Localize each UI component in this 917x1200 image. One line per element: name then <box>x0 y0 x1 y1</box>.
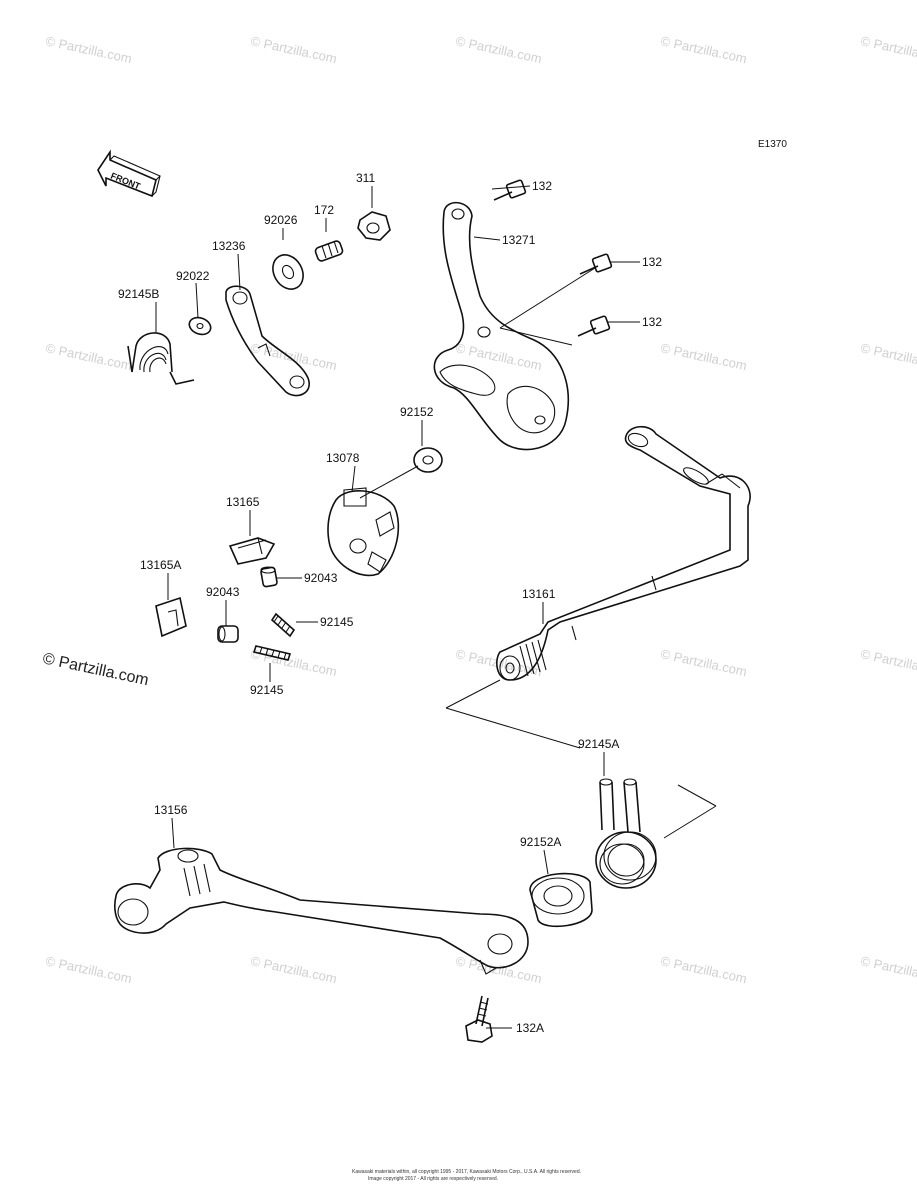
watermark: © Partzilla.com <box>659 340 748 373</box>
leader-lines <box>155 185 717 1029</box>
watermark: © Partzilla.com <box>859 33 917 66</box>
part-label-132A: 132A <box>516 1021 544 1035</box>
cam-13078 <box>327 487 400 577</box>
shaft-13161 <box>496 425 751 681</box>
bolt-132-lower <box>577 315 611 337</box>
part-label-132: 132 <box>642 315 662 329</box>
washer-92026 <box>272 254 304 290</box>
washer-92022 <box>188 316 212 336</box>
watermark: © Partzilla.com <box>249 33 338 66</box>
spring-92145-lower <box>252 645 292 661</box>
part-label-311: 311 <box>356 171 375 185</box>
watermark-prominent: © Partzilla.com <box>41 650 150 689</box>
footer-copyright: Kawasaki materials within, all copyright… <box>352 1169 581 1175</box>
watermark: © Partzilla.com <box>859 953 917 986</box>
part-label-13271: 13271 <box>502 233 536 247</box>
watermark: © Partzilla.com <box>249 953 338 986</box>
pawl-13165A <box>155 596 187 638</box>
watermark: © Partzilla.com <box>859 340 917 373</box>
part-label-92152A: 92152A <box>520 835 561 849</box>
watermark: © Partzilla.com <box>859 646 917 679</box>
part-label-92043: 92043 <box>304 571 338 585</box>
bolt-132-top <box>493 179 527 201</box>
part-label-13078: 13078 <box>326 451 360 465</box>
front-arrow-icon: FRONT <box>97 149 161 198</box>
bolt-132-middle <box>579 253 613 275</box>
lever-13236 <box>225 285 310 397</box>
part-label-92152: 92152 <box>400 405 434 419</box>
part-label-13156: 13156 <box>154 803 188 817</box>
part-label-13236: 13236 <box>212 239 246 253</box>
pin-172 <box>314 240 344 262</box>
pin-92043-lower <box>217 625 239 643</box>
watermark: © Partzilla.com <box>454 33 543 66</box>
watermark: © Partzilla.com <box>44 340 133 373</box>
part-label-172: 172 <box>314 203 334 217</box>
part-label-13161: 13161 <box>522 587 556 601</box>
part-label-132: 132 <box>532 179 552 193</box>
bracket-13271 <box>433 201 570 451</box>
pawl-13165 <box>228 537 276 565</box>
watermark: © Partzilla.com <box>249 646 338 679</box>
footer-copyright-line2: Image copyright 2017 - All rights are re… <box>368 1176 498 1182</box>
pedal-13156 <box>114 847 529 975</box>
pin-92043-upper <box>260 566 278 588</box>
part-label-92026: 92026 <box>264 213 298 227</box>
part-label-92022: 92022 <box>176 269 210 283</box>
washer-92152 <box>413 447 443 473</box>
collar-92152A <box>529 872 593 928</box>
spring-92145-upper <box>270 612 296 638</box>
watermark: © Partzilla.com <box>454 953 543 986</box>
part-label-92145: 92145 <box>250 683 284 697</box>
part-labels: 311 132 172 92026 13271 13236 132 92022 … <box>118 171 662 1035</box>
spring-92145A <box>595 778 657 889</box>
watermark-group: © Partzilla.com © Partzilla.com © Partzi… <box>41 33 917 986</box>
watermark: © Partzilla.com <box>659 33 748 66</box>
watermark: © Partzilla.com <box>454 340 543 373</box>
part-label-92145B: 92145B <box>118 287 159 301</box>
bolt-132A <box>465 995 493 1043</box>
watermark: © Partzilla.com <box>659 953 748 986</box>
part-drawings <box>114 179 751 1043</box>
part-label-92145: 92145 <box>320 615 354 629</box>
spring-92145B <box>127 332 195 385</box>
part-label-132: 132 <box>642 255 662 269</box>
watermark: © Partzilla.com <box>659 646 748 679</box>
nut-311 <box>357 211 391 241</box>
watermark: © Partzilla.com <box>44 33 133 66</box>
part-label-13165A: 13165A <box>140 558 181 572</box>
part-label-92145A: 92145A <box>578 737 619 751</box>
watermark: © Partzilla.com <box>44 953 133 986</box>
part-label-92043: 92043 <box>206 585 240 599</box>
part-label-13165: 13165 <box>226 495 260 509</box>
figure-id: E1370 <box>758 139 787 150</box>
front-marker-text: FRONT <box>109 171 142 192</box>
